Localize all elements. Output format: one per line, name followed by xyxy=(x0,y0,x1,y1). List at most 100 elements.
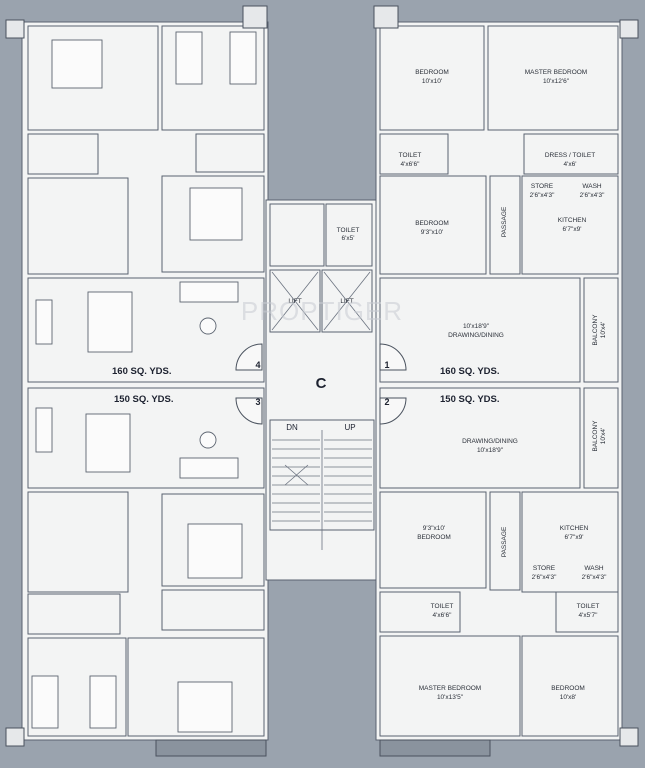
u2-store-dim: 2'6"x4'3" xyxy=(532,574,557,581)
room-u2-master-bedroom xyxy=(379,635,521,737)
room-u3-kitchen xyxy=(27,491,129,593)
u1-dress-name: DRESS / TOILET xyxy=(545,152,595,159)
lift-a-label: LIFT xyxy=(288,298,301,305)
unit-1-arc xyxy=(379,343,407,371)
u2-bedroom-dim: 9'3"x10' xyxy=(423,525,446,532)
room-u3-toilet-b xyxy=(161,589,265,631)
unit-2-labels: DRAWING/DINING 10'x18'9" BALCONY 10'x4' … xyxy=(417,420,607,701)
core-label: C xyxy=(316,375,327,392)
u2-drawing-name: DRAWING/DINING xyxy=(462,438,518,445)
dining-table-u3 xyxy=(85,413,131,473)
room-u3-toilet-a xyxy=(27,593,121,635)
stair-treads xyxy=(272,439,372,522)
u1-master-name: MASTER BEDROOM xyxy=(525,69,587,76)
u2-bedroom2-dim: 10'x8' xyxy=(560,694,577,701)
u1-kitchen-name: KITCHEN xyxy=(558,217,587,224)
column-bl xyxy=(5,727,25,747)
bed-u4-c xyxy=(189,187,243,241)
room-u1-bedroom xyxy=(379,25,485,131)
bed-u3-a1 xyxy=(31,675,59,729)
core-toilet-dim: 6'x5' xyxy=(342,235,355,242)
room-u1-dress-toilet xyxy=(523,133,619,175)
u2-balcony-name: BALCONY xyxy=(592,420,599,452)
u2-toilet2-dim: 4'x5'7" xyxy=(579,612,599,619)
stair-dn-label: DN xyxy=(286,423,298,432)
u2-master-dim: 10'x13'5" xyxy=(437,694,464,701)
room-u4-toilet-b xyxy=(195,133,265,173)
room-u1-kitchen-block xyxy=(521,175,619,275)
bed-u3-c xyxy=(187,523,243,579)
column-tl xyxy=(5,19,25,39)
u1-drawing-dim: 10'x18'9" xyxy=(463,323,490,330)
column-tr2 xyxy=(373,5,399,29)
room-u2-drawing xyxy=(379,387,581,489)
room-u1-drawing xyxy=(379,277,581,383)
u1-wash-dim: 2'6"x4'3" xyxy=(580,192,605,199)
room-u2-bedroom xyxy=(379,491,487,589)
watermark: PROPTIGER xyxy=(241,296,403,326)
stair-up-label: UP xyxy=(344,423,355,432)
unit-4-area: 160 SQ. YDS. xyxy=(112,366,172,377)
column-br xyxy=(619,727,639,747)
u2-wash-name: WASH xyxy=(584,565,604,572)
furniture xyxy=(31,31,257,733)
unit-3-number: 3 xyxy=(255,397,260,407)
u2-kitchen-name: KITCHEN xyxy=(560,525,589,532)
unit-2-area: 150 SQ. YDS. xyxy=(440,394,500,405)
room-u2-toilet-2 xyxy=(555,591,619,633)
u1-master-dim: 10'x12'6" xyxy=(543,78,570,85)
column-tr xyxy=(619,19,639,39)
room-u2-balcony xyxy=(583,387,619,489)
columns xyxy=(5,5,639,757)
core-toilet xyxy=(325,203,373,267)
bed-u3-b xyxy=(177,681,233,733)
unit-4-arc xyxy=(235,343,263,371)
u1-balcony-name: BALCONY xyxy=(592,314,599,346)
u2-bedroom-name: BEDROOM xyxy=(417,534,451,541)
room-u2-bedroom-2 xyxy=(521,635,619,737)
unit-2-arc xyxy=(379,397,407,425)
u2-kitchen-dim: 6'7"x9' xyxy=(565,534,584,541)
central-core xyxy=(265,199,377,581)
u2-wash-dim: 2'6"x4'3" xyxy=(582,574,607,581)
room-u2-passage xyxy=(489,491,521,591)
u1-bedroom-dim: 10'x10' xyxy=(422,78,442,85)
bed-u3-a2 xyxy=(89,675,117,729)
stair-break-mark-2 xyxy=(284,464,309,486)
u1-balcony-dim: 10'x4' xyxy=(600,322,607,339)
unit-1-area: 160 SQ. YDS. xyxy=(440,366,500,377)
unit-2-number: 2 xyxy=(384,397,389,407)
u1-passage: PASSAGE xyxy=(501,206,508,237)
u1-dress-dim: 4'x6' xyxy=(564,161,577,168)
lift-a-x2 xyxy=(271,271,319,331)
u2-toilet-name: TOILET xyxy=(431,603,454,610)
u2-toilet2-name: TOILET xyxy=(577,603,600,610)
lift-b-x2 xyxy=(323,271,371,331)
u1-toilet-name: TOILET xyxy=(399,152,422,159)
u2-toilet-dim: 4'x6'6" xyxy=(433,612,453,619)
u1-bedroom-name: BEDROOM xyxy=(415,69,449,76)
coffee-table-u4 xyxy=(199,317,217,335)
bed-u4-b2 xyxy=(229,31,257,85)
u2-bedroom2-name: BEDROOM xyxy=(551,685,585,692)
left-block xyxy=(21,21,269,741)
room-u2-toilet xyxy=(379,591,461,633)
right-block xyxy=(375,21,623,741)
room-u1-passage xyxy=(489,175,521,275)
chairs-u3 xyxy=(35,407,53,453)
u2-passage: PASSAGE xyxy=(501,526,508,557)
room-u1-toilet xyxy=(379,133,449,175)
unit-markers: 4 3 1 2 xyxy=(235,343,407,425)
balcony-bottom-right xyxy=(379,739,491,757)
room-u1-bedroom-2 xyxy=(379,175,487,275)
u2-balcony-dim: 10'x4' xyxy=(600,428,607,445)
unit-4-number: 4 xyxy=(255,360,260,370)
u1-drawing-name: DRAWING/DINING xyxy=(448,332,504,339)
bed-u4-a xyxy=(51,39,103,89)
unit-3-area: 150 SQ. YDS. xyxy=(114,394,174,405)
room-u2-kitchen-block xyxy=(521,491,619,593)
u1-bedroom2-name: BEDROOM xyxy=(415,220,449,227)
bed-u4-b1 xyxy=(175,31,203,85)
chairs-u4 xyxy=(35,299,53,345)
dining-table-u4 xyxy=(87,291,133,353)
